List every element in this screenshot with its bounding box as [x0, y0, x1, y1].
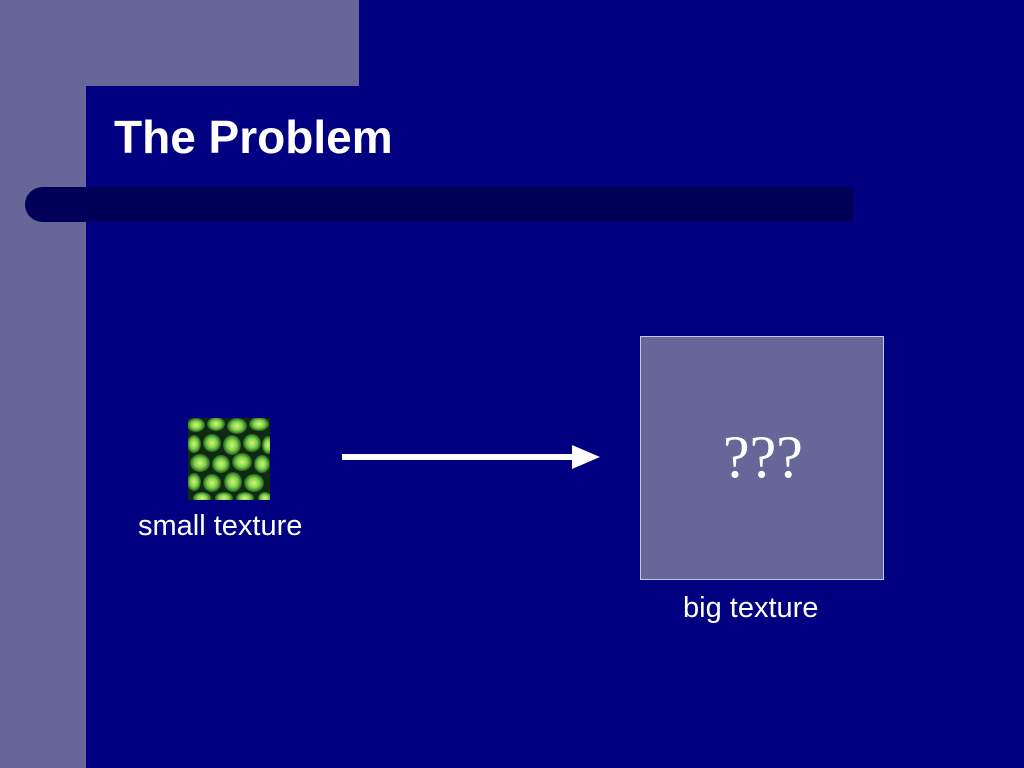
slide-title: The Problem: [114, 111, 393, 163]
big-texture-caption: big texture: [683, 592, 819, 624]
left-band: [0, 0, 86, 768]
top-band: [0, 0, 359, 86]
small-texture-caption: small texture: [138, 510, 303, 542]
big-texture-placeholder: ???: [723, 424, 803, 490]
big-texture-box: ???: [640, 336, 884, 580]
small-texture-image: [188, 418, 270, 500]
title-underline-bar: [25, 187, 853, 222]
right-arrow-icon: [342, 445, 600, 469]
